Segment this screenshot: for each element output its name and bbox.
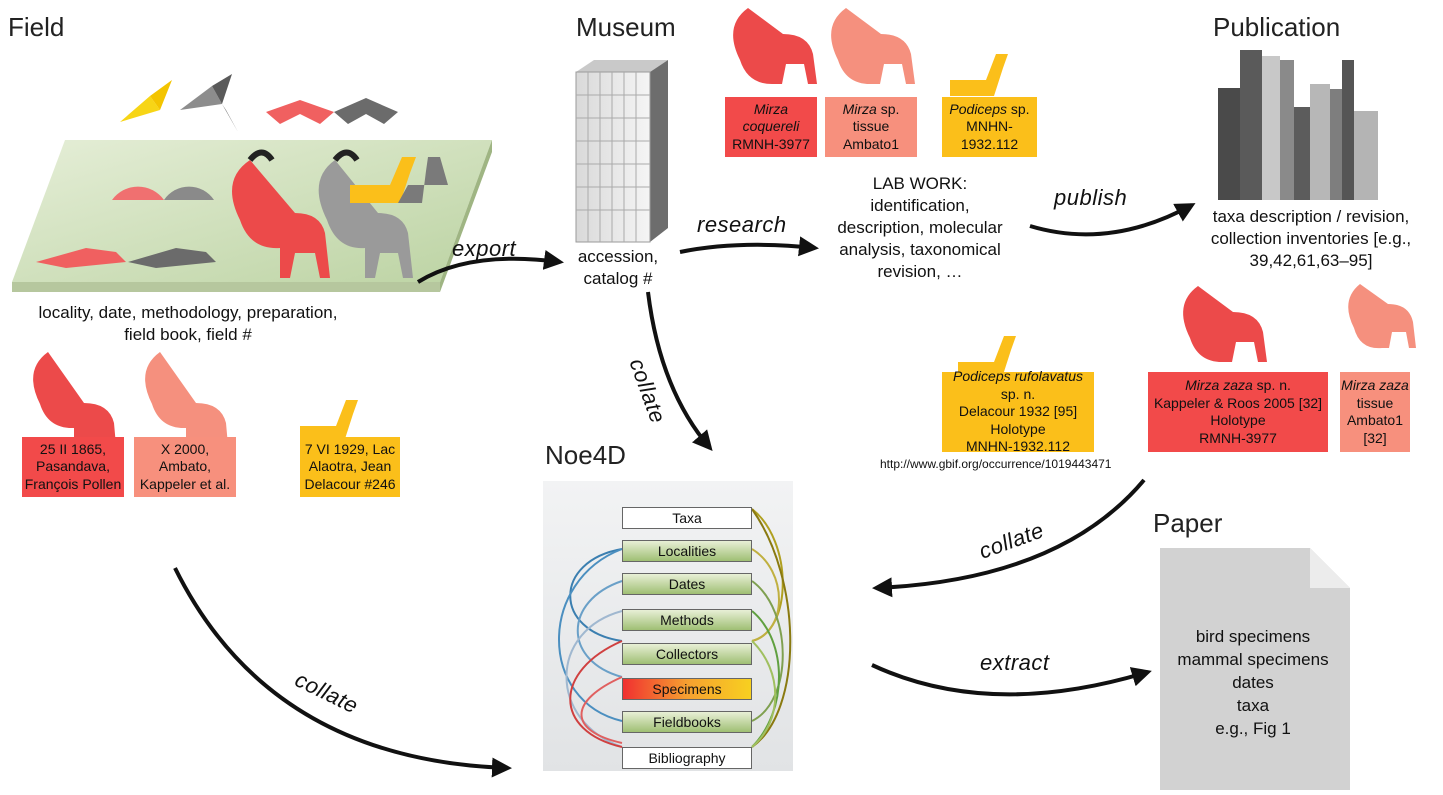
museum-tag-mirza-coquereli: Mirza coquereli RMNH-3977 — [725, 97, 817, 157]
noe4d-layers-panel: Taxa Localities Dates Methods Collectors… — [543, 481, 793, 771]
layer-dates[interactable]: Dates — [622, 573, 752, 595]
museum-caption: accession, catalog # — [577, 247, 659, 289]
duck-icon — [300, 400, 358, 442]
museum-tag-podiceps: Podiceps sp. MNHN- 1932.112 — [942, 97, 1037, 157]
lemur-icon — [232, 149, 330, 278]
extract-label: extract — [980, 650, 1050, 675]
lemur-icon — [145, 352, 230, 468]
lemur-icon — [318, 149, 413, 278]
duck-icon — [958, 336, 1016, 378]
layer-methods[interactable]: Methods — [622, 609, 752, 631]
fan-icon — [112, 186, 164, 200]
books-icon — [1218, 50, 1378, 200]
duck-icon — [350, 157, 416, 203]
layer-bibliography[interactable]: Bibliography — [622, 747, 752, 769]
lemur-icon — [733, 8, 817, 85]
field-tag-ambato: X 2000, Ambato, Kappeler et al. — [134, 437, 236, 497]
layer-specimens[interactable]: Specimens — [622, 678, 752, 700]
cabinet-icon — [575, 60, 668, 243]
shrew-icon — [36, 248, 126, 268]
lemur-icon — [1183, 286, 1267, 363]
publication-caption: taxa description / revision, collection … — [1210, 207, 1412, 271]
bat-icon — [266, 100, 334, 124]
lemur-icon — [1348, 284, 1416, 349]
shrew-icon — [128, 248, 216, 268]
lemur-icon — [831, 8, 915, 85]
field-title: Field — [8, 12, 65, 42]
lemur-icon — [33, 352, 118, 468]
extract-arrow — [871, 663, 1152, 697]
hummingbird-icon — [120, 80, 172, 122]
duck-icon — [398, 157, 448, 203]
layer-taxa[interactable]: Taxa — [622, 507, 752, 529]
field-tag-pasandava: 25 II 1865, Pasandava, François Pollen — [22, 437, 124, 497]
noe4d-title: Noe4D — [545, 440, 626, 470]
field-tag-alaotra: 7 VI 1929, Lac Alaotra, Jean Delacour #2… — [300, 437, 400, 497]
fan-icon — [164, 186, 214, 200]
publish-label: publish — [1054, 185, 1128, 210]
museum-tag-mirza-tissue: Mirza sp. tissue Ambato1 — [825, 97, 917, 157]
research-arrow — [679, 236, 819, 257]
layer-fieldbooks[interactable]: Fieldbooks — [622, 711, 752, 733]
field-caption: locality, date, methodology, preparation… — [38, 303, 338, 345]
lab-work-text: LAB WORK: identification, description, m… — [837, 174, 1003, 282]
export-label: export — [452, 236, 517, 261]
publish-arrow — [1029, 203, 1196, 237]
paper-title: Paper — [1153, 508, 1223, 538]
export-arrow — [416, 249, 564, 284]
hummingbird-icon — [180, 74, 238, 132]
publication-tag-mirza-zaza: Mirza zaza sp. n. Kappeler & Roos 2005 [… — [1148, 372, 1328, 452]
collate-museum-arrow — [646, 291, 713, 452]
duck-icon — [950, 54, 1008, 96]
collate-field-arrow — [173, 567, 512, 778]
paper-contents: bird specimens mammal specimens dates ta… — [1177, 627, 1329, 738]
gbif-occurrence-link[interactable]: http://www.gbif.org/occurrence/101944347… — [880, 457, 1112, 471]
publication-tag-podiceps-rufolavatus: Podiceps rufolavatus sp. n. Delacour 193… — [942, 368, 1094, 454]
layer-connections — [558, 508, 792, 748]
bat-icon — [334, 98, 398, 124]
layer-collectors[interactable]: Collectors — [622, 643, 752, 665]
publication-title: Publication — [1213, 12, 1341, 42]
layer-localities[interactable]: Localities — [622, 540, 752, 562]
research-label: research — [697, 212, 787, 237]
collate-publication-arrow — [872, 478, 1146, 598]
publication-tag-mirza-zaza-tissue: Mirza zaza tissue Ambato1 [32] — [1340, 372, 1410, 452]
museum-title: Museum — [576, 12, 676, 42]
paper-icon — [1160, 548, 1350, 790]
